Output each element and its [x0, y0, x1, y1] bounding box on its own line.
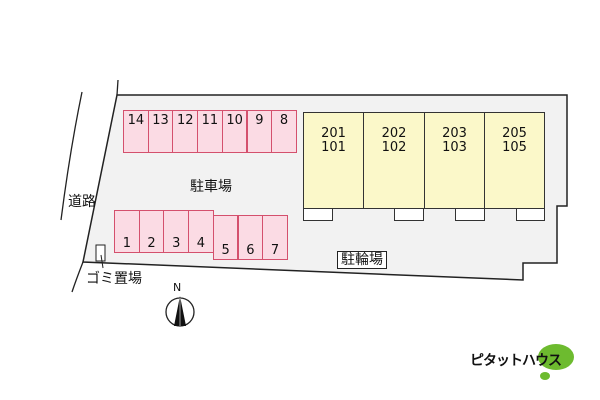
- garbage-leader: [100, 254, 104, 269]
- parking-stall: 4: [188, 210, 214, 253]
- parking-stall: 10: [221, 110, 248, 153]
- parking-stall: 8: [271, 110, 297, 153]
- road-label: 道路: [68, 194, 96, 210]
- north-label: N: [173, 281, 182, 294]
- road-curve-upper: [60, 91, 83, 221]
- porch: [394, 208, 424, 221]
- unit-number-lower: 102: [381, 140, 407, 155]
- parking-stall: 6: [237, 215, 264, 260]
- parking-stall: 12: [172, 110, 199, 153]
- parking-stall: 13: [147, 110, 174, 153]
- unit-number-lower: 101: [321, 140, 346, 155]
- bicycle-parking-label: 駐輪場: [337, 251, 387, 269]
- parking-stall: 14: [123, 110, 149, 153]
- road-curve-lower: [71, 261, 84, 293]
- garbage-label: ゴミ置場: [86, 271, 142, 287]
- unit-number-lower: 103: [442, 140, 467, 155]
- parking-stall: 9: [246, 110, 273, 153]
- parking-label: 駐車場: [190, 179, 232, 195]
- parking-stall: 2: [138, 210, 165, 253]
- garbage-box: [95, 244, 106, 262]
- parking-stall: 11: [197, 110, 223, 153]
- compass: [165, 296, 195, 327]
- porch: [516, 208, 545, 221]
- parking-stall: 3: [163, 210, 190, 253]
- logo: ピタットハウス: [470, 353, 562, 369]
- porch: [455, 208, 485, 221]
- unit-number-upper: 203: [442, 126, 467, 141]
- parking-stall: 5: [212, 215, 239, 260]
- unit-number-upper: 201: [321, 126, 346, 141]
- unit-number-upper: 202: [381, 126, 407, 141]
- logo-bubble: [538, 344, 574, 380]
- unit-number-upper: 205: [502, 126, 527, 141]
- parking-stall: 1: [114, 210, 140, 253]
- porch: [303, 208, 333, 221]
- parking-stall: 7: [262, 215, 288, 260]
- road-edge: [116, 79, 119, 96]
- unit-number-lower: 105: [502, 140, 527, 155]
